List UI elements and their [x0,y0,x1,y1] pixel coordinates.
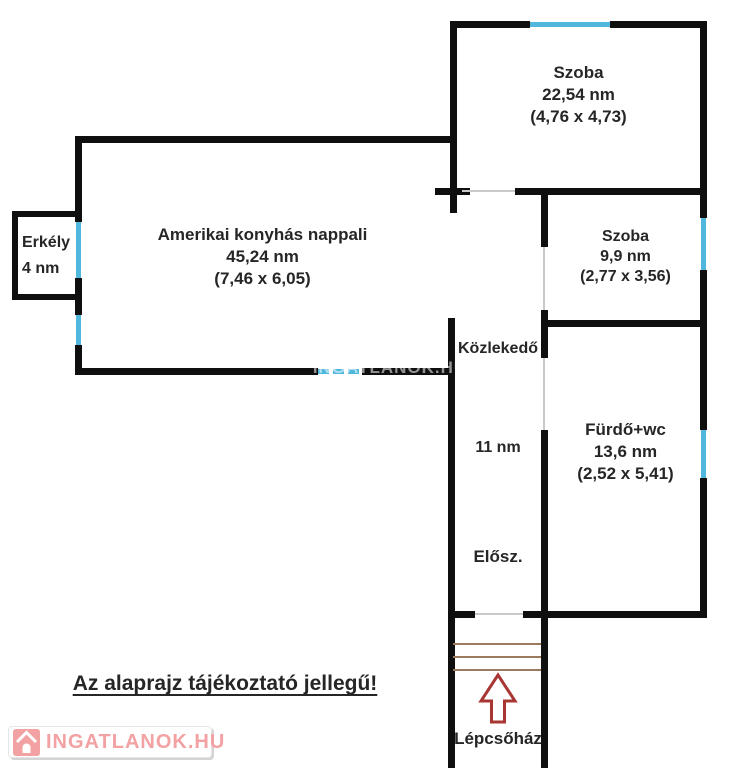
door-opening [462,190,515,192]
room-nappali-label: Amerikai konyhás nappali 45,24 nm (7,46 … [85,224,440,290]
window-marker [530,22,610,27]
room-name: Szoba [601,228,650,245]
room-eloszoba-label: Elősz. [448,546,548,568]
wall-segment [541,430,548,768]
brand-name: INGATLANOK.HU [46,730,226,753]
wall-segment [515,188,707,195]
wall-segment [700,478,707,618]
wall-segment [435,188,470,195]
wall-segment [610,21,707,28]
room-lepcsohaz-label: Lépcsőház [440,728,556,750]
room-furdo-label: Fürdő+wc 13,6 nm (2,52 x 5,41) [548,419,703,485]
room-name: Erkély [22,234,71,251]
center-watermark: INGATLANOK.HU [312,358,468,377]
window-marker [318,369,362,374]
wall-segment [450,21,530,28]
room-area: 22,54 nm [542,85,615,104]
room-dimensions: (7,46 x 6,05) [214,269,311,288]
wall-segment [75,136,82,222]
wall-segment [700,270,707,430]
window-marker [76,315,81,345]
room-szoba-right-label: Szoba 9,9 nm (2,77 x 3,56) [548,227,703,287]
room-area: 9,9 nm [600,248,651,265]
room-kozlekedo-area: 11 nm [448,438,548,458]
wall-segment [75,345,82,375]
balcony-wall [12,294,80,300]
stair-step-line [453,656,541,658]
room-area: 4 nm [22,260,60,277]
room-dimensions: (2,77 x 3,56) [580,268,671,285]
brand-house-icon [13,728,40,756]
room-name: Amerikai konyhás nappali [157,225,368,244]
wall-segment [448,318,455,768]
window-marker [76,222,81,278]
balcony-wall [12,211,18,300]
balcony-wall [12,211,80,217]
window-marker [701,218,706,270]
wall-segment [541,310,548,358]
door-opening [475,613,523,615]
wall-segment [523,611,548,618]
room-erkely-label: Erkély 4 nm [22,230,78,282]
wall-segment [75,136,457,143]
wall-segment [700,21,707,195]
room-area: 13,6 nm [593,442,658,461]
window-marker [701,430,706,478]
stair-step-line [453,669,541,671]
wall-segment [545,611,707,618]
room-szoba-top-label: Szoba 22,54 nm (4,76 x 4,73) [450,62,707,128]
wall-segment [700,195,707,218]
brand-watermark: INGATLANOK.HU [8,726,224,758]
wall-segment [450,21,457,213]
room-name: Szoba [553,63,604,82]
door-opening [543,358,545,430]
room-name: Elősz. [473,547,523,566]
stair-step-line [453,643,541,645]
disclaimer-text: Az alaprajz tájékoztató jellegű! [72,672,378,695]
wall-segment [545,320,707,327]
staircase-up-arrow-icon [470,670,526,726]
room-kozlekedo-label: Közlekedő [448,339,548,359]
room-name: Lépcsőház [454,729,542,748]
room-name: Fürdő+wc [585,420,666,439]
room-dimensions: (2,52 x 5,41) [577,464,674,483]
room-area: 45,24 nm [226,247,299,266]
door-opening [543,247,545,310]
wall-segment [75,368,318,375]
wall-segment [362,368,455,375]
wall-segment [448,611,475,618]
room-area: 11 nm [475,439,521,456]
wall-segment [541,195,548,247]
room-name: Közlekedő [457,340,538,357]
room-dimensions: (4,76 x 4,73) [530,107,627,126]
